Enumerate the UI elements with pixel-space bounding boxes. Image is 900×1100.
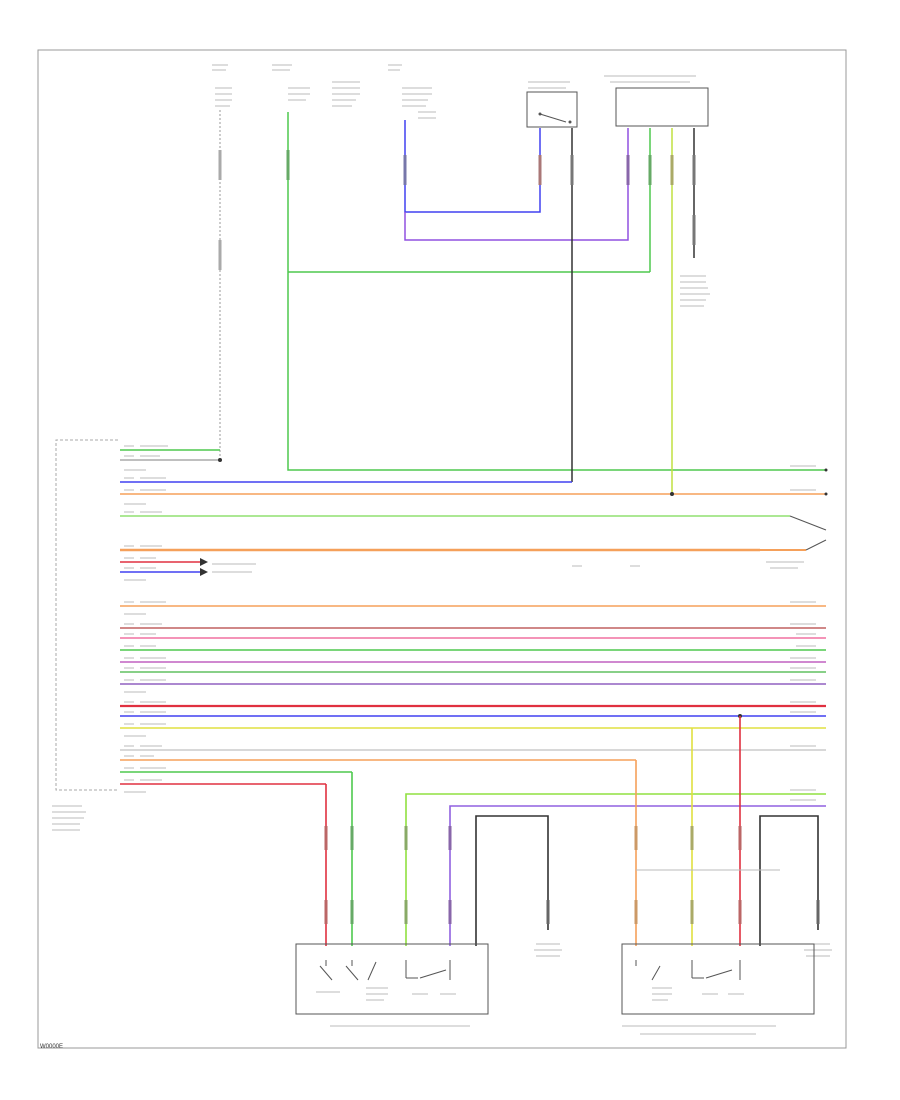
remote-keyless-entry-receiver [604,75,709,127]
top-fuse-labels [212,64,436,119]
ground-front-lower-door [534,943,562,957]
lower-connector-marks [324,826,820,924]
ground-rear-lower-door [804,943,832,957]
right-front-door-latch-actuator [295,943,489,1027]
trailer-connector [200,558,256,576]
harness-wires [120,449,826,785]
diagram-code: W0000E [40,1044,63,1050]
body-control-module [52,439,118,831]
top-connector-marks [218,150,696,270]
harness-right-labels [790,465,816,801]
splice-points [218,458,828,718]
liftgate-release-switch [572,515,827,569]
top-vertical-wires [219,110,826,494]
left-rear-door-switch [526,81,578,128]
ground-left-kick-panel [680,275,710,307]
left-rear-door-latch-actuator [621,943,815,1035]
diagram-frame [37,49,847,1049]
harness-left-labels [124,445,168,793]
